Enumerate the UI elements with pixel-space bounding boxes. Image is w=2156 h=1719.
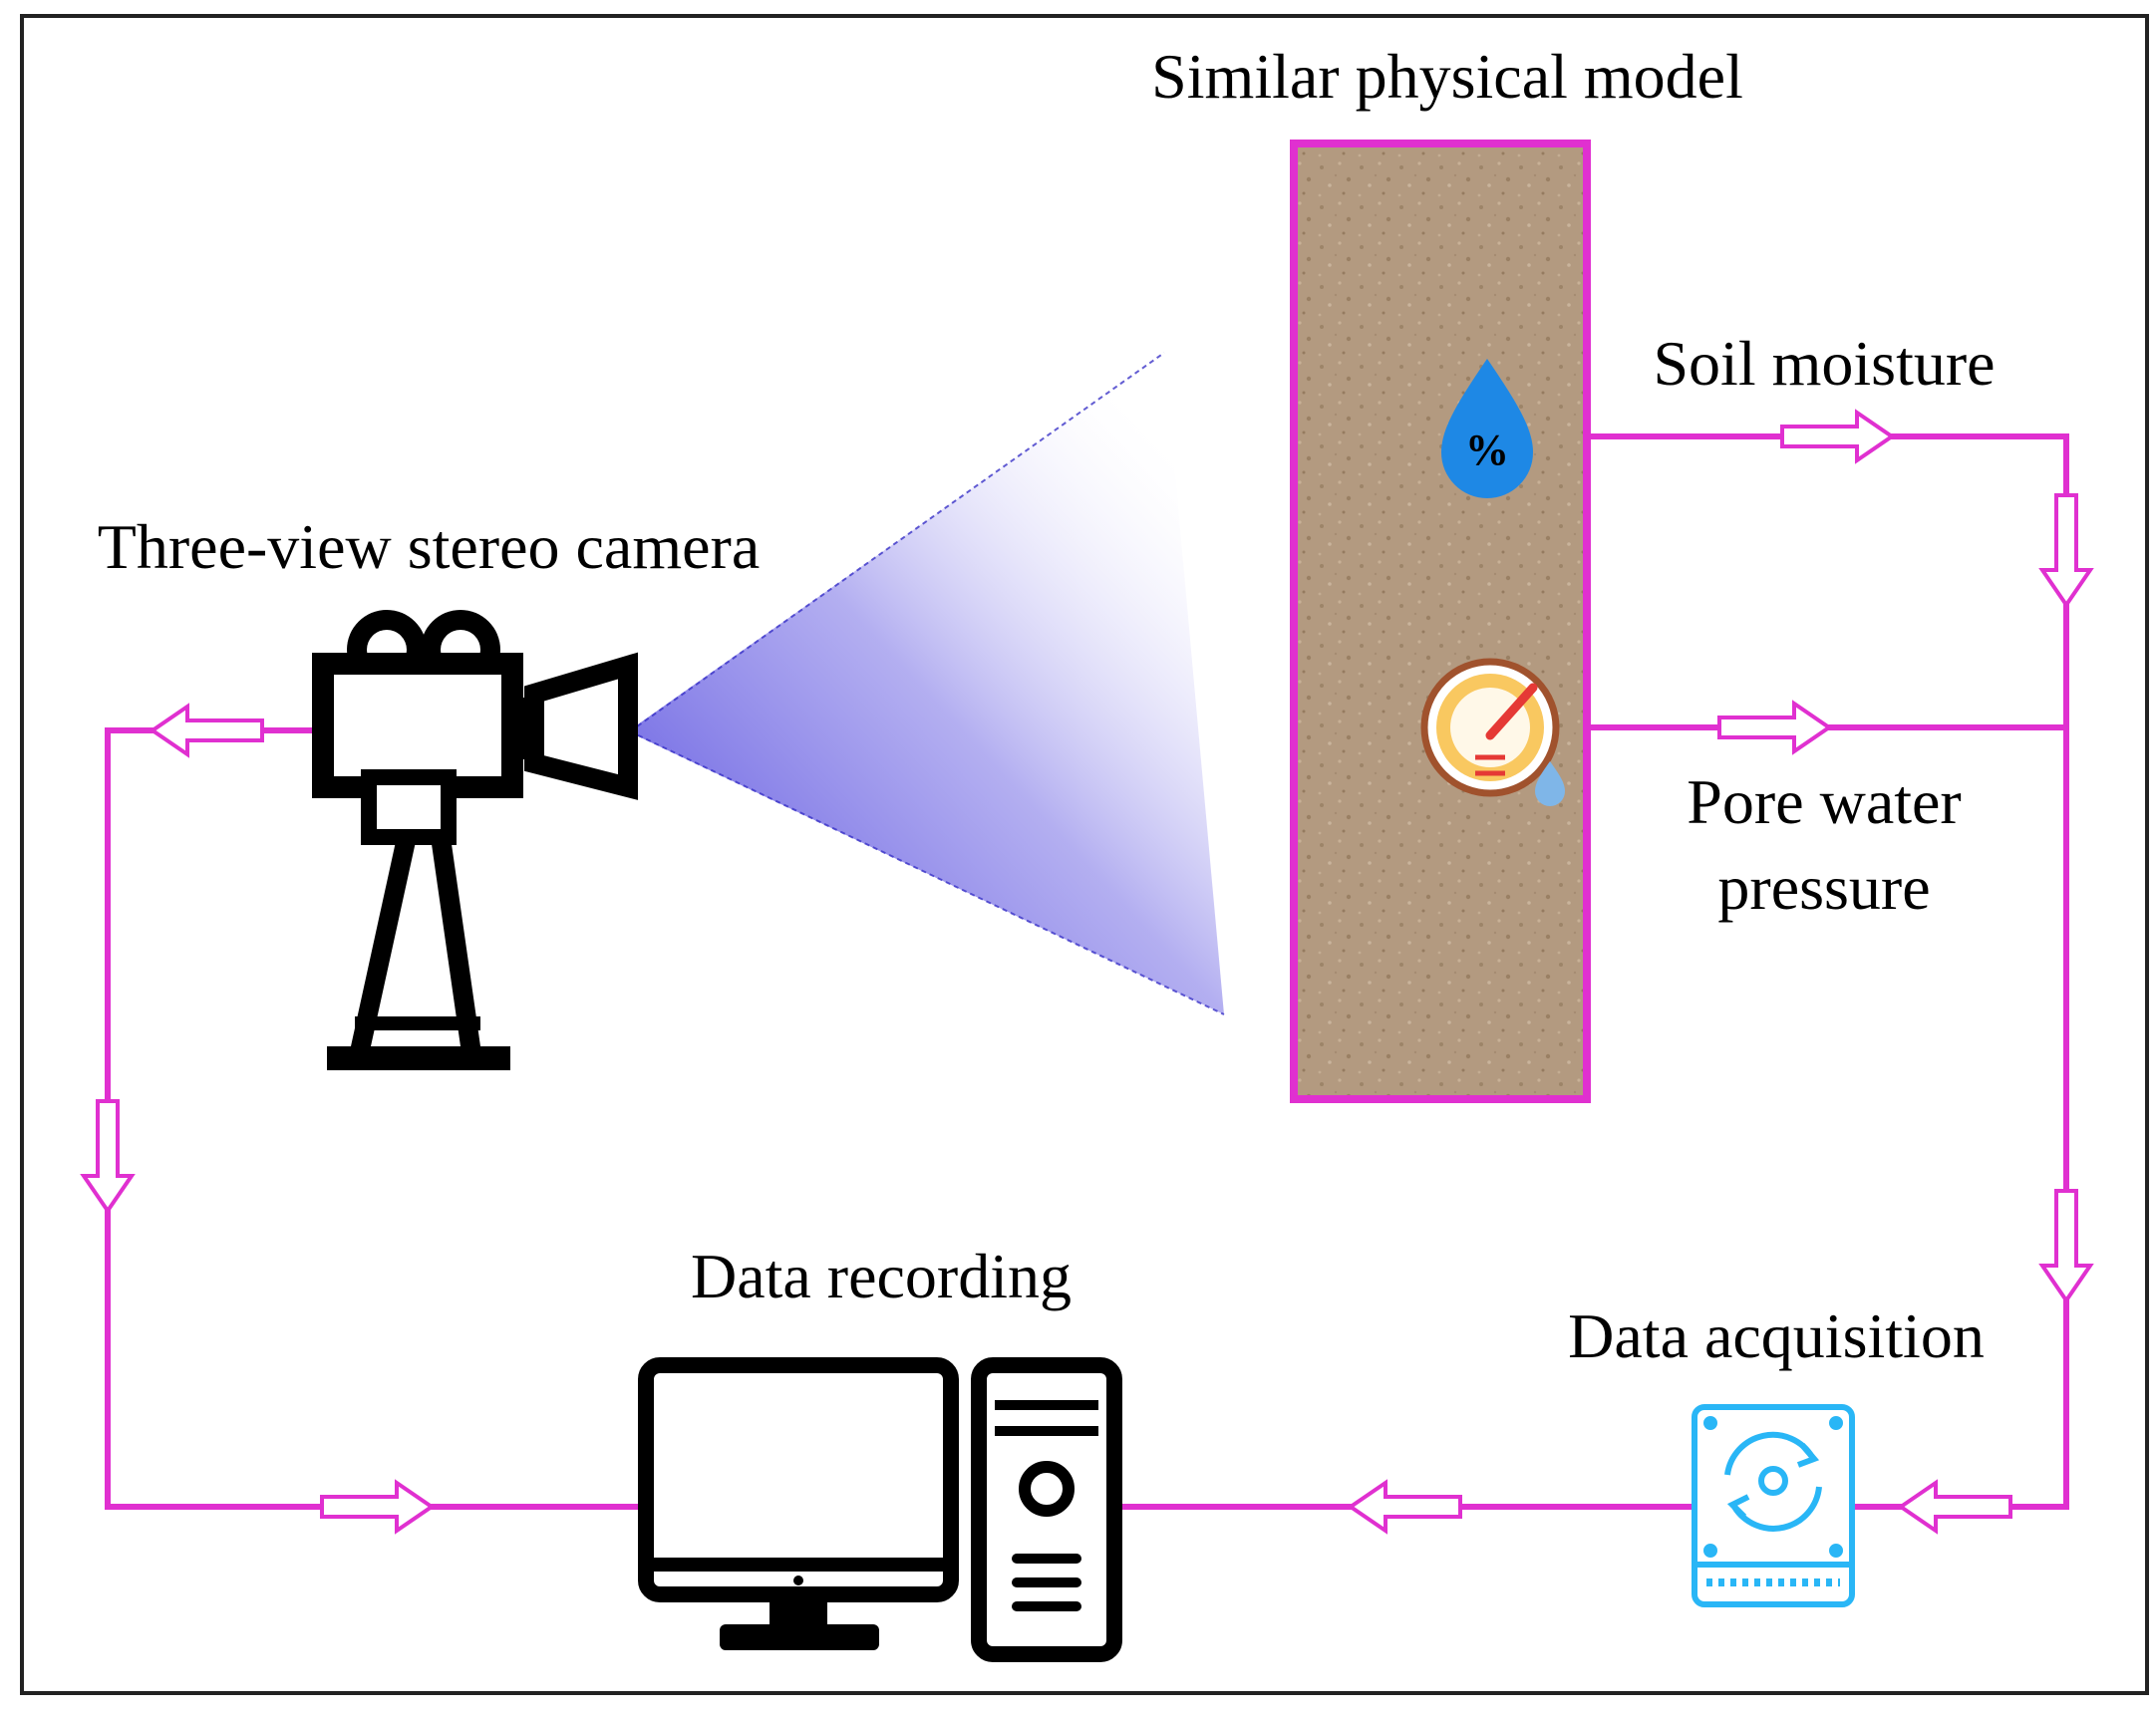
desktop-computer-icon — [638, 1357, 1122, 1662]
hard-drive-sync-icon — [1692, 1404, 1855, 1607]
camera-label: Three-view stereo camera — [98, 511, 760, 582]
arrow-left-icon — [1899, 1481, 2012, 1533]
frustum-edge — [629, 352, 1165, 732]
arrow-right-icon — [320, 1481, 434, 1533]
pore-water-pressure-label-line1: Pore water — [1687, 766, 1961, 837]
arrow-down-icon — [82, 1099, 134, 1213]
pressure-gauge-icon — [1420, 658, 1565, 806]
data-recording-label: Data recording — [691, 1241, 1072, 1311]
physical-model-soil-column — [1290, 140, 1591, 1103]
model-title: Similar physical model — [1151, 41, 1743, 112]
moisture-percent-symbol: % — [1465, 426, 1509, 474]
soil-moisture-label: Soil moisture — [1653, 328, 1995, 399]
camera-view-frustum — [628, 353, 1224, 1014]
data-acquisition-label: Data acquisition — [1568, 1300, 1985, 1371]
arrow-left-icon — [1349, 1481, 1462, 1533]
outer-frame — [20, 14, 2149, 1695]
frustum-edge — [629, 730, 1225, 1015]
arrow-right-icon — [1717, 702, 1831, 753]
arrow-down-icon — [2040, 493, 2092, 607]
arrow-down-icon — [2040, 1189, 2092, 1302]
video-camera-tripod-icon — [312, 610, 638, 1070]
arrow-right-icon — [1780, 411, 1894, 462]
arrow-left-icon — [151, 705, 264, 756]
water-drop-percent-icon: % — [1441, 359, 1533, 498]
pore-water-pressure-label-line2: pressure — [1717, 852, 1930, 923]
